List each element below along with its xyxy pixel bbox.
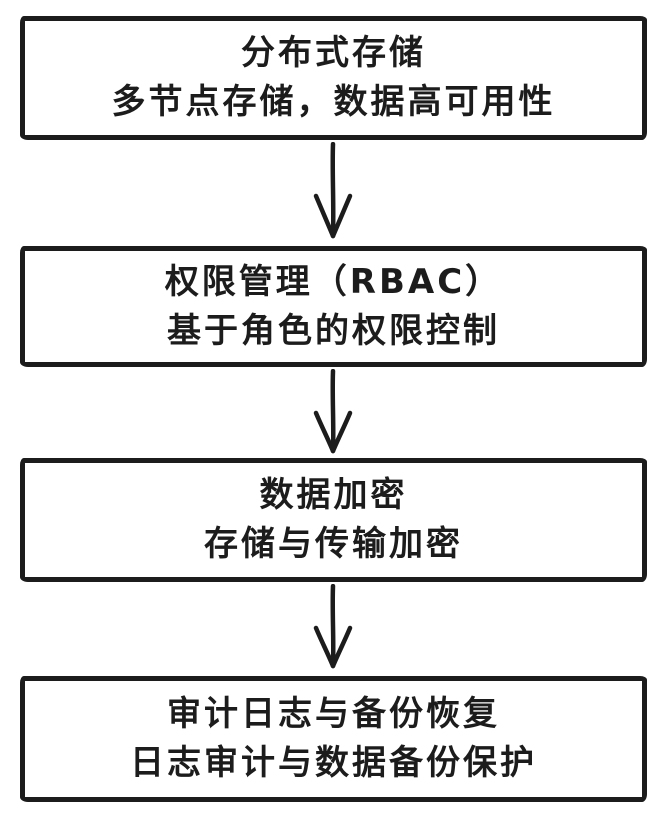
node-subtitle: 多节点存储，数据高可用性 [111,82,556,122]
flow-node-data-encryption: 数据加密 存储与传输加密 [20,458,647,582]
flow-arrow-down-icon [313,584,353,669]
flow-arrow-down-icon [313,142,353,239]
flow-node-rbac: 权限管理（RBAC） 基于角色的权限控制 [20,246,647,367]
node-title: 审计日志与备份恢复 [167,694,500,734]
node-title: 权限管理（RBAC） [164,261,503,302]
flow-arrow-down-icon [313,369,353,454]
node-title: 分布式存储 [241,33,426,73]
node-title: 数据加密 [259,475,408,515]
node-subtitle: 基于角色的权限控制 [167,310,500,351]
node-subtitle: 日志审计与数据备份保护 [130,743,537,783]
flow-node-distributed-storage: 分布式存储 多节点存储，数据高可用性 [20,16,647,140]
flow-node-audit-backup: 审计日志与备份恢复 日志审计与数据备份保护 [20,676,647,802]
node-subtitle: 存储与传输加密 [204,524,463,564]
